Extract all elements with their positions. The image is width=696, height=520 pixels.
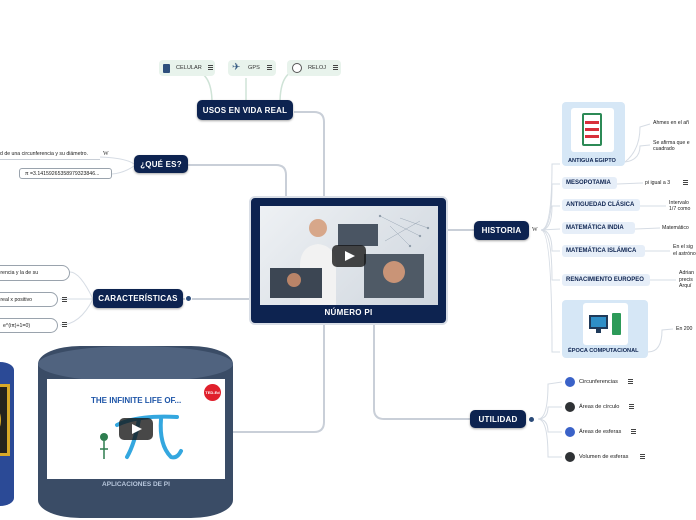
- video-title: THE INFINITE LIFE OF...: [91, 396, 182, 405]
- historia-note[interactable]: Intervalo: [669, 200, 689, 206]
- que-es-node[interactable]: ¿QUÉ ES?: [134, 155, 188, 173]
- utilidad-bullet-icon: [565, 427, 575, 437]
- caracteristicas-item-2[interactable]: o real x positivo: [0, 292, 58, 307]
- historia-note[interactable]: el astróno: [673, 251, 696, 257]
- caracteristicas-item-3-text: e^(iπ)+1=0): [3, 322, 31, 329]
- usos-item-gps[interactable]: ✈ GPS: [228, 60, 276, 76]
- utilidad-item-areas-circulo[interactable]: Áreas de círculo: [579, 404, 620, 410]
- usos-item-label: RELOJ: [308, 65, 327, 71]
- aplicaciones-play-button[interactable]: [119, 418, 153, 440]
- historia-note[interactable]: 1/7 como: [669, 206, 691, 212]
- historia-note[interactable]: Adrian: [679, 270, 694, 276]
- usos-item-reloj[interactable]: RELOJ: [287, 60, 341, 76]
- utilidad-item-volumen-esferas[interactable]: Volumen de esferas: [579, 454, 629, 460]
- ted-badge: TED-Ed: [204, 384, 221, 401]
- aplicaciones-video[interactable]: THE INFINITE LIFE OF... TED-Ed: [47, 379, 225, 479]
- notes-icon[interactable]: [208, 65, 213, 70]
- aplicaciones-node-top: [38, 346, 233, 382]
- historia-note[interactable]: cuadrado: [653, 146, 675, 152]
- historia-note[interactable]: En 200: [676, 326, 693, 332]
- utilidad-bullet-icon: [565, 402, 575, 412]
- globe-icon[interactable]: [528, 416, 535, 423]
- usos-item-celular[interactable]: CELULAR: [159, 60, 215, 76]
- notes-icon[interactable]: [629, 404, 634, 409]
- utilidad-item-circunferencias[interactable]: Circunferencias: [579, 379, 618, 385]
- center-video[interactable]: [260, 206, 438, 305]
- clock-icon: [292, 63, 302, 73]
- historia-item-egipto[interactable]: ANTIGUA EGIPTO: [562, 102, 625, 166]
- historia-node[interactable]: HISTORIA: [474, 221, 529, 240]
- offscreen-image: [0, 384, 10, 456]
- notes-icon[interactable]: [333, 65, 338, 70]
- utilidad-item-areas-esferas[interactable]: Áreas de esferas: [579, 429, 622, 435]
- que-es-line-2[interactable]: π =3.14159265358979323846...: [19, 168, 112, 179]
- notes-icon[interactable]: [267, 65, 272, 70]
- historia-item-renacimiento[interactable]: RENACIMIENTO EUROPEO: [562, 274, 650, 286]
- historia-item-india[interactable]: MATEMÁTICA INDIA: [562, 222, 635, 234]
- historia-note[interactable]: Matemático: [662, 225, 689, 231]
- center-play-button[interactable]: [332, 245, 366, 267]
- historia-note[interactable]: pi igual a 3: [645, 180, 671, 186]
- historia-note[interactable]: Se afirma que e: [653, 140, 690, 146]
- usos-item-label: CELULAR: [176, 65, 202, 71]
- historia-item-label: ÉPOCA COMPUTACIONAL: [568, 348, 639, 354]
- notes-icon[interactable]: [640, 454, 645, 459]
- abacus-icon: [571, 108, 614, 152]
- center-title: NÚMERO PI: [324, 308, 373, 317]
- historia-note[interactable]: En el sig: [673, 244, 693, 250]
- historia-item-antiguedad[interactable]: ANTIGUEDAD CLÁSICA: [562, 199, 640, 211]
- aplicaciones-label: APLICACIONES DE PI: [102, 481, 170, 488]
- video-network-graphic: [270, 214, 430, 305]
- notes-icon[interactable]: [62, 322, 67, 327]
- satellite-icon: ✈: [232, 62, 241, 73]
- caracteristicas-item-3[interactable]: e^(iπ)+1=0): [0, 318, 58, 333]
- wikipedia-icon[interactable]: W: [532, 227, 538, 233]
- utilidad-node[interactable]: UTILIDAD: [470, 410, 526, 428]
- notes-icon[interactable]: [628, 379, 633, 384]
- historia-note[interactable]: Arquí: [679, 283, 692, 289]
- offscreen-topic-shape[interactable]: [0, 362, 14, 506]
- notes-icon[interactable]: [62, 297, 67, 302]
- historia-item-islamica[interactable]: MATEMÁTICA ISLÁMICA: [562, 245, 645, 257]
- computer-icon: [583, 303, 628, 345]
- caracteristicas-node[interactable]: CARACTERÍSTICAS: [93, 289, 183, 308]
- historia-item-computacional[interactable]: ÉPOCA COMPUTACIONAL: [562, 300, 648, 358]
- caracteristicas-item-1[interactable]: ferencia y la de su: [0, 265, 70, 281]
- notes-icon[interactable]: [683, 180, 688, 185]
- historia-item-label: ANTIGUA EGIPTO: [568, 158, 616, 164]
- center-node[interactable]: NÚMERO PI: [249, 196, 448, 325]
- wikipedia-icon[interactable]: W: [103, 151, 109, 157]
- historia-note[interactable]: precis: [679, 277, 693, 283]
- globe-icon[interactable]: [185, 295, 192, 302]
- historia-note[interactable]: Ahmes en el añ: [653, 120, 690, 126]
- usos-node[interactable]: USOS EN VIDA REAL: [197, 100, 293, 120]
- utilidad-bullet-icon: [565, 377, 575, 387]
- digit-shape: [0, 409, 1, 431]
- usos-item-label: GPS: [248, 65, 260, 71]
- notes-icon[interactable]: [631, 429, 636, 434]
- utilidad-bullet-icon: [565, 452, 575, 462]
- que-es-line-1[interactable]: d de una circunferencia y su diámetro.: [0, 151, 100, 160]
- phone-icon: [163, 64, 170, 73]
- historia-item-mesopotamia[interactable]: MESOPOTAMIA: [562, 177, 617, 189]
